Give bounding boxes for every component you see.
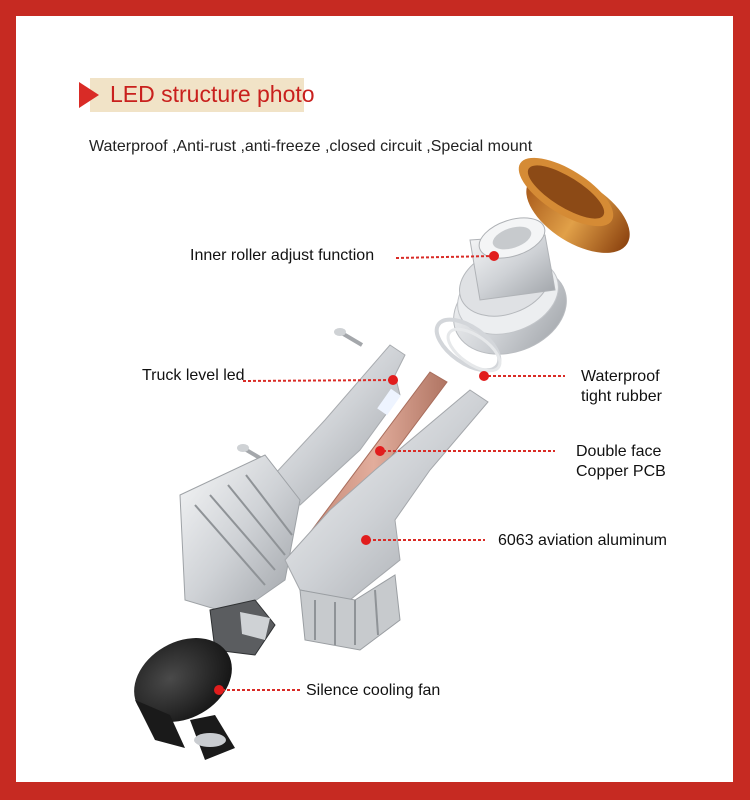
label-double-face-line1: Double face [576,443,662,460]
label-truck-level-led: Truck level led [142,367,245,384]
right-led-housing [284,389,489,651]
label-double-face-line2: Copper PCB [576,463,666,480]
page-title: LED structure photo [110,81,315,107]
left-led-housing [179,344,406,616]
rubber-ring-part [434,317,502,373]
label-cooling-fan: Silence cooling fan [306,682,441,699]
leader-lines [222,255,565,691]
title-arrow-icon [79,82,99,108]
label-inner-roller: Inner roller adjust function [190,247,375,264]
orange-dust-cap [518,157,630,253]
feature-subtitle: Waterproof ,Anti-rust ,anti-freeze ,clos… [89,138,533,155]
title-banner [90,78,304,112]
cooling-fan-part [134,638,235,760]
label-waterproof-line1: Waterproof [581,368,660,385]
label-waterproof-line2: tight rubber [581,388,662,405]
label-aviation-aluminum: 6063 aviation aluminum [498,532,667,549]
exploded-product-illustration [134,157,630,760]
page-frame: LED structure photo Waterproof ,Anti-rus… [16,16,733,782]
driver-base-part [209,599,276,656]
callout-dots [214,251,499,695]
